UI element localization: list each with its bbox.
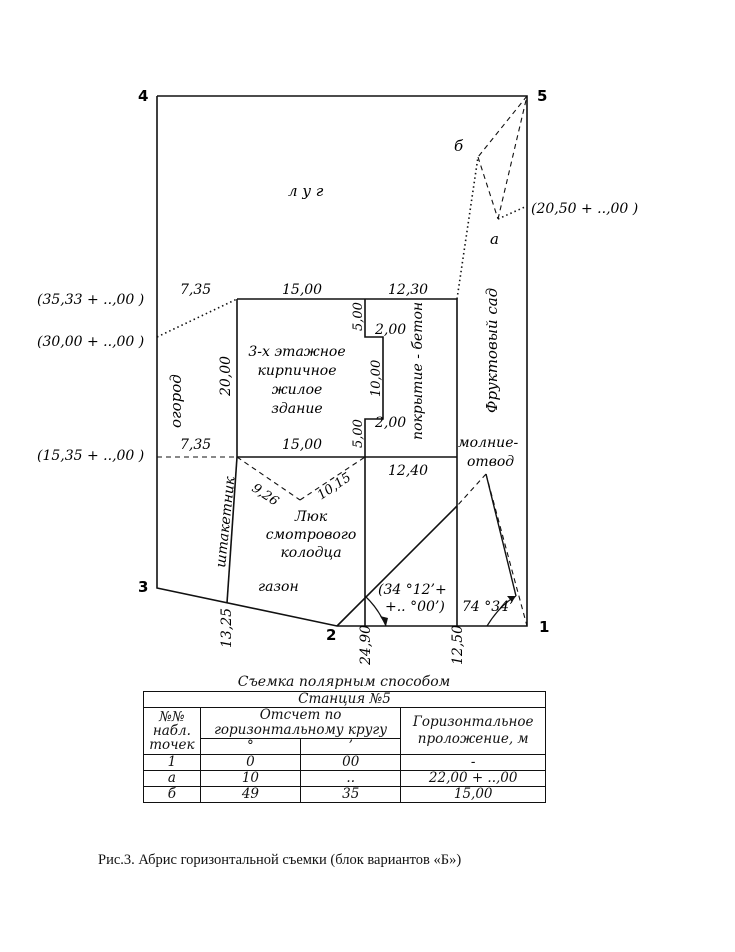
dim-24-90: 24,90 bbox=[358, 625, 374, 666]
point-3-label: 3 bbox=[138, 578, 148, 596]
dash-5-b bbox=[477, 95, 528, 158]
dim-9-26: 9,26 bbox=[249, 481, 281, 510]
dash-a-5 bbox=[497, 95, 528, 220]
dim-20-00: 20,00 bbox=[218, 356, 234, 397]
ref-15-35: (15,35 + ..,00 ) bbox=[37, 448, 144, 464]
cell-minutes: 35 bbox=[300, 786, 402, 803]
degrees-subheader: ° bbox=[199, 738, 302, 755]
dim-15-00-top: 15,00 bbox=[282, 282, 322, 298]
figure-caption: Рис.3. Абрис горизонтальной съемки (блок… bbox=[98, 852, 462, 868]
distance-header-line: Горизонтальное bbox=[412, 714, 534, 730]
table-row: а 10 .. 22,00 + ..,00 bbox=[143, 770, 546, 787]
cell-degrees: 0 bbox=[199, 754, 302, 771]
cell-point: б bbox=[143, 786, 201, 803]
dotted-line-orchard bbox=[456, 156, 479, 300]
cell-minutes: 00 bbox=[300, 754, 402, 771]
dash-b-a bbox=[477, 156, 499, 220]
cell-degrees: 49 bbox=[199, 786, 302, 803]
reading-column-header: Отсчет по горизонтальному кругу bbox=[199, 707, 402, 739]
dim-2-00-top: 2,00 bbox=[374, 322, 406, 338]
lawn-label: газон bbox=[258, 579, 299, 595]
angle-34-line2: +.. °00’) bbox=[385, 599, 445, 615]
table-row: №№ набл. точек Отсчет по горизонтальному… bbox=[143, 707, 546, 755]
ref-30-00: (30,00 + ..,00 ) bbox=[37, 334, 144, 350]
dim-15-00-mid: 15,00 bbox=[282, 437, 322, 453]
point-header-line: набл. bbox=[152, 723, 191, 739]
point-column-header: №№ набл. точек bbox=[143, 707, 201, 755]
table-row: 1 0 00 - bbox=[143, 754, 546, 771]
point-1-label: 1 bbox=[539, 618, 549, 636]
arrowhead-74 bbox=[507, 596, 516, 602]
reading-header-line: горизонтальному кругу bbox=[214, 722, 388, 738]
dim-7-35-top: 7,35 bbox=[180, 282, 211, 298]
cell-distance: 15,00 bbox=[400, 786, 546, 803]
minutes-subheader: ’ bbox=[300, 738, 402, 755]
cell-distance: - bbox=[400, 754, 546, 771]
dim-2-00-bottom: 2,00 bbox=[374, 415, 406, 431]
dim-7-35-mid: 7,35 bbox=[180, 437, 211, 453]
point-4-label: 4 bbox=[138, 87, 148, 105]
distance-column-header: Горизонтальное проложение, м bbox=[400, 707, 546, 755]
lightning-label-1: молние- bbox=[458, 435, 518, 451]
dim-12-40: 12,40 bbox=[388, 463, 428, 479]
hatch-label-3: колодца bbox=[280, 545, 341, 561]
cell-point: 1 bbox=[143, 754, 201, 771]
building-label-3: жилое bbox=[272, 382, 323, 398]
boundary-outline bbox=[156, 95, 528, 627]
building-notch bbox=[364, 299, 384, 457]
dim-12-50: 12,50 bbox=[450, 625, 466, 665]
dim-10-00: 10,00 bbox=[369, 360, 384, 397]
point-header-line: №№ bbox=[159, 709, 185, 725]
arrowhead-34 bbox=[380, 616, 388, 626]
distance-header-line: проложение, м bbox=[417, 731, 529, 747]
dim-5-00-bottom: 5,00 bbox=[351, 419, 366, 448]
meadow-label: л у г bbox=[288, 182, 324, 200]
cell-point: а bbox=[143, 770, 201, 787]
hatch-label-2: смотрового bbox=[266, 527, 357, 543]
dash-hatch-left bbox=[236, 456, 301, 501]
garden-label: огород bbox=[167, 374, 185, 428]
angle-34-line1: (34 °12’+ bbox=[378, 582, 447, 598]
angle-74-34: 74 °34’ bbox=[462, 599, 514, 615]
ref-35-33: (35,33 + ..,00 ) bbox=[37, 292, 144, 308]
cell-degrees: 10 bbox=[199, 770, 302, 787]
building-label-4: здание bbox=[271, 401, 322, 417]
point-a-label: а bbox=[490, 230, 499, 248]
cell-minutes: .. bbox=[300, 770, 402, 787]
station-header: Станция №5 bbox=[143, 691, 546, 708]
dim-10-15: 10,15 bbox=[315, 470, 354, 503]
point-header-line: точек bbox=[149, 737, 195, 753]
dash-lightning-1 bbox=[456, 473, 487, 507]
dim-5-00-top: 5,00 bbox=[351, 302, 366, 331]
line-from-point-2 bbox=[336, 505, 458, 627]
orchard-label: Фруктовый сад bbox=[483, 288, 501, 413]
hatch-label-1: Люк bbox=[294, 509, 328, 525]
fence-label: штакетник bbox=[213, 475, 239, 568]
dotted-line-a bbox=[497, 205, 528, 220]
ref-20-50: (20,50 + ..,00 ) bbox=[531, 201, 638, 217]
survey-table: Станция №5 №№ набл. точек Отсчет по гори… bbox=[143, 691, 546, 803]
table-row: б 49 35 15,00 bbox=[143, 786, 546, 803]
picket-fence bbox=[226, 456, 238, 604]
dim-12-30: 12,30 bbox=[388, 282, 428, 298]
angle-arc-34 bbox=[364, 595, 387, 627]
building-label-2: кирпичное bbox=[257, 363, 336, 379]
point-5-label: 5 bbox=[537, 87, 547, 105]
building-label-1: 3-х этажное bbox=[248, 344, 345, 360]
table-row: ° ’ bbox=[144, 738, 546, 755]
table-row: Станция №5 bbox=[143, 691, 546, 708]
dotted-line-35-33 bbox=[156, 298, 238, 338]
reading-header-line: Отсчет по bbox=[259, 707, 342, 723]
point-b-label: б bbox=[454, 137, 464, 155]
table-title: Съемка полярным способом bbox=[237, 674, 451, 690]
concrete-label: покрытие - бетон bbox=[410, 302, 426, 440]
dim-13-25: 13,25 bbox=[219, 608, 235, 648]
point-2-label: 2 bbox=[326, 626, 336, 644]
lightning-label-2: отвод bbox=[467, 454, 514, 470]
dash-hatch-right bbox=[299, 456, 366, 501]
cell-distance: 22,00 + ..,00 bbox=[400, 770, 546, 787]
